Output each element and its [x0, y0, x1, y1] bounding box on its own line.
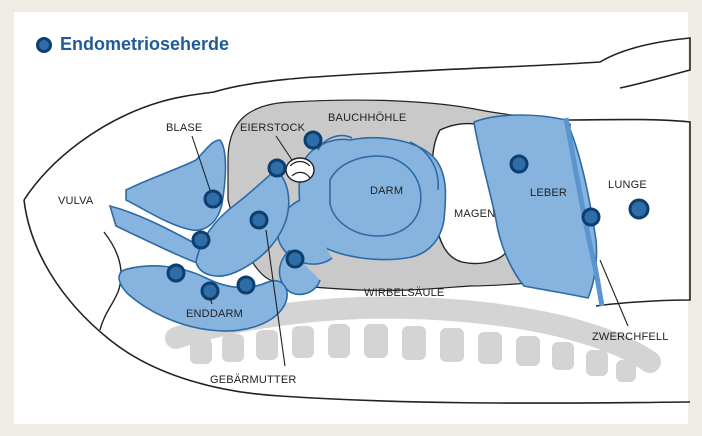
spot — [168, 265, 184, 281]
label-darm: DARM — [370, 185, 403, 197]
label-bauchhoehle: BAUCHHÖHLE — [328, 112, 406, 124]
spot — [205, 191, 221, 207]
label-enddarm: ENDDARM — [186, 308, 243, 320]
spot — [269, 160, 285, 176]
label-magen: MAGEN — [454, 208, 495, 220]
spot — [251, 212, 267, 228]
vulva-contour — [100, 232, 121, 330]
spot — [238, 277, 254, 293]
spot — [305, 132, 321, 148]
spot — [202, 283, 218, 299]
label-vulva: VULVA — [58, 195, 94, 207]
spot — [193, 232, 209, 248]
label-lunge: LUNGE — [608, 179, 647, 191]
rectum — [119, 266, 287, 331]
label-leber: LEBER — [530, 187, 567, 199]
label-blase: BLASE — [166, 122, 202, 134]
label-gebaermutter: GEBÄRMUTTER — [210, 374, 297, 386]
spot — [630, 200, 648, 218]
label-eierstock: EIERSTOCK — [240, 122, 306, 134]
label-wirbelsaeule: WIRBELSÄULE — [364, 287, 444, 299]
spot — [287, 251, 303, 267]
label-zwerchfell: ZWERCHFELL — [592, 331, 669, 343]
spot — [511, 156, 527, 172]
spot — [583, 209, 599, 225]
